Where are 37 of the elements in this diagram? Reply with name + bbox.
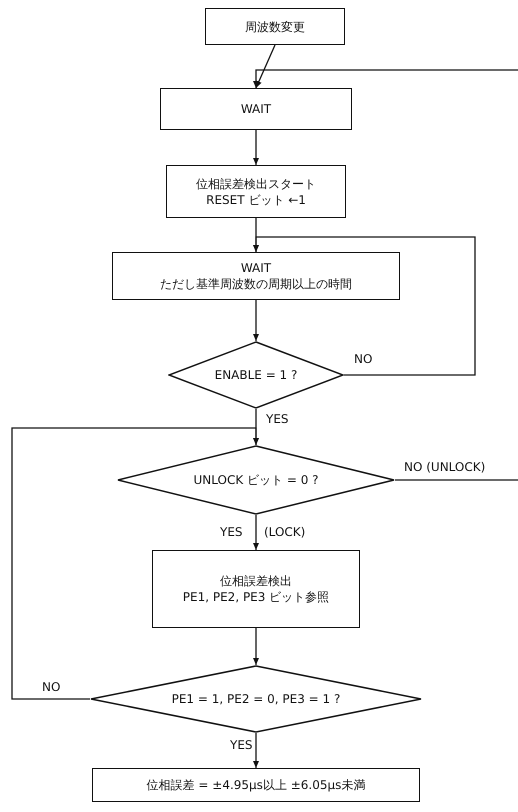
node-text: 位相誤差 = ±4.95μs以上 ±6.05μs未満 (146, 777, 366, 793)
node-text: UNLOCK ビット = 0 ? (192, 472, 320, 488)
edge-label: NO (UNLOCK) (402, 460, 488, 474)
arrow (253, 69, 518, 88)
edge-label: YES (264, 412, 291, 426)
arrow (253, 515, 259, 550)
edge-label: YES (228, 738, 255, 752)
edge-label: YES (218, 525, 245, 539)
arrow (255, 44, 276, 88)
node-text: 周波数変更 (244, 18, 306, 34)
process-box (166, 165, 346, 218)
process-box (152, 550, 360, 628)
edge-label: NO (352, 352, 374, 366)
process-box (92, 768, 420, 802)
arrow (253, 628, 259, 665)
node-text: 位相誤差検出スタート (195, 176, 317, 192)
arrow (11, 427, 259, 700)
node-text: WAIT (240, 260, 272, 276)
decision-diamond (168, 341, 344, 409)
node-text: 位相誤差検出 (219, 573, 293, 589)
node-text: ただし基準周波数の周期以上の時間 (159, 276, 353, 292)
process-box (160, 88, 352, 130)
edge-label: NO (40, 680, 62, 694)
node-text: PE1 = 1, PE2 = 0, PE3 = 1 ? (170, 691, 342, 707)
arrow (253, 733, 259, 768)
decision-diamond (117, 445, 395, 515)
node-text: WAIT (240, 101, 272, 117)
arrow (253, 236, 476, 376)
process-box (205, 8, 345, 45)
decision-diamond (90, 665, 422, 733)
node-text: PE1, PE2, PE3 ビット参照 (182, 589, 330, 605)
node-text: RESET ビット ←1 (205, 192, 307, 208)
arrow (253, 300, 259, 341)
arrow (253, 130, 259, 165)
node-text: ENABLE = 1 ? (214, 367, 298, 383)
process-box (112, 252, 400, 300)
branch-note: (LOCK) (262, 525, 308, 539)
